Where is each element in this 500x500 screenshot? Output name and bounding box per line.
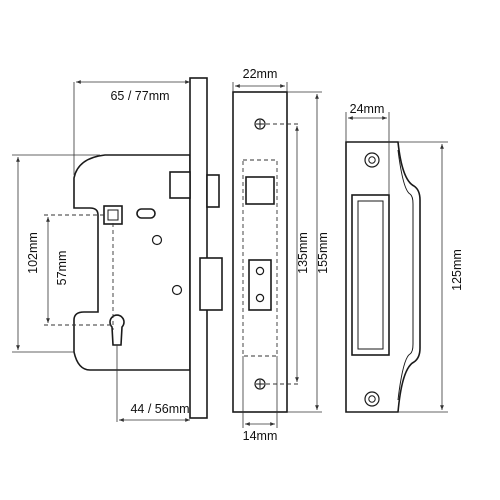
forend-thickness-label: 14mm [243, 429, 278, 443]
keep-recess-inner [357, 200, 384, 350]
follower-spindle [103, 205, 123, 225]
lever-slot [136, 208, 156, 219]
fixing-hole-upper [151, 234, 163, 246]
forend-thickness-dimension: 14mm [242, 356, 278, 443]
case-length-dimension: 135mm [295, 126, 310, 382]
keep-lip [397, 149, 414, 401]
case-depth-dimension: 65 / 77mm [73, 80, 190, 175]
spindle-square [107, 209, 119, 221]
case-outline [242, 159, 278, 357]
lock-case [73, 154, 191, 371]
fixing-hole-lower [171, 284, 183, 296]
keep-width-label: 24mm [350, 102, 385, 116]
keep-screw-top [364, 152, 380, 168]
forend-length-label: 155mm [316, 232, 330, 274]
latch-face [248, 259, 272, 311]
forend-side [189, 77, 208, 419]
bolt-housing [169, 171, 191, 199]
centres-label: 57mm [55, 251, 69, 286]
case-height-label: 102mm [26, 232, 40, 274]
case-length-label: 135mm [296, 232, 310, 274]
forend-width-dimension: 22mm [232, 67, 288, 92]
forend-plate [232, 91, 288, 413]
keyhole [109, 314, 125, 346]
deadbolt [206, 174, 220, 208]
keep-screw-bottom [364, 391, 380, 407]
case-depth-label: 65 / 77mm [110, 89, 169, 103]
keep-length-label: 125mm [450, 249, 464, 291]
forend-front [232, 91, 300, 413]
deadbolt-face [245, 176, 275, 205]
centres-dimension: 57mm [44, 214, 114, 330]
latch-hole-bottom [255, 293, 265, 303]
backset-dimension: 44 / 56mm [116, 345, 190, 422]
backset-label: 44 / 56mm [130, 402, 189, 416]
keep [345, 141, 421, 413]
keep-length-dimension: 125mm [398, 141, 464, 413]
forend-length-dimension: 155mm [287, 91, 330, 413]
latch-bolt [199, 257, 223, 311]
forend-width-label: 22mm [243, 67, 278, 81]
lock-body [73, 77, 223, 419]
case-height-dimension: 102mm [12, 154, 100, 353]
keep-width-dimension: 24mm [345, 102, 390, 195]
latch-hole-top [255, 266, 265, 276]
